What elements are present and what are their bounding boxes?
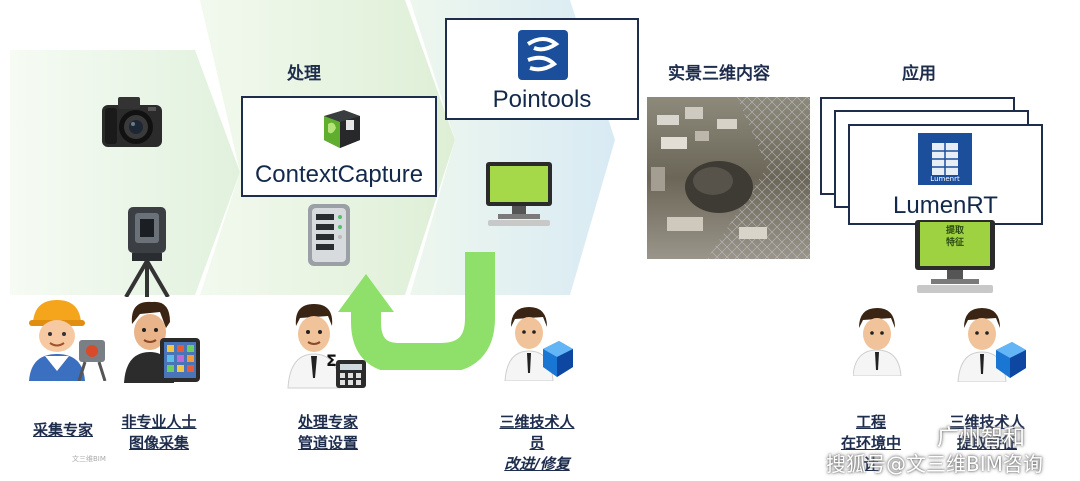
camera-icon: [102, 97, 162, 147]
context-capture-box: ContextCapture: [241, 96, 437, 197]
pointools-name: Pointools: [492, 86, 592, 113]
desktop-monitor-icon: [486, 162, 552, 226]
capture-expert-avatar: [29, 300, 107, 381]
chevron-capture: [10, 50, 240, 295]
server-icon: [308, 204, 350, 266]
pointools-logo-icon: [518, 30, 568, 80]
role-tech-staff-line2: 员: [529, 434, 545, 452]
application-monitor-icon: [915, 220, 995, 293]
heading-application: 应用: [902, 64, 936, 84]
heading-reality-content: 实景三维内容: [668, 64, 770, 84]
screen-text-line1: 提取: [945, 226, 964, 236]
svg-text:Σ: Σ: [326, 351, 337, 370]
watermark-main: 搜狐号@文三维BIM咨询: [826, 452, 1043, 476]
context-capture-name: ContextCapture: [254, 161, 424, 188]
pointools-logo-letter: B: [554, 69, 561, 80]
role-non-professional-line1: 非专业人士: [121, 413, 197, 431]
watermark-secondary: 广州智和: [937, 426, 1026, 451]
non-professional-avatar: [124, 301, 200, 383]
feedback-loop-arrow: [338, 252, 495, 370]
role-tech-staff-line3: 改进/修复: [504, 455, 570, 473]
laser-scanner-icon: [124, 207, 170, 297]
role-processing-expert-line1: 处理专家: [297, 413, 358, 431]
role-engineer: 工程 在环境中 计: [826, 412, 916, 475]
screen-text-line2: 特征: [945, 238, 964, 248]
role-processing-expert-line2: 管道设置: [297, 434, 358, 452]
heading-processing: 处理: [287, 64, 321, 84]
processing-expert-avatar: Σ: [287, 304, 366, 389]
role-capture-expert: 采集专家: [32, 421, 93, 439]
role-processing-expert: 处理专家 管道设置: [273, 412, 383, 454]
tech-staff-2-avatar: [957, 308, 1026, 382]
role-non-professional: 非专业人士 图像采集: [104, 412, 214, 454]
role-tech-staff-2-line2: 提取特征: [956, 434, 1017, 452]
role-engineer-line1: 工程: [855, 413, 886, 431]
role-tech-staff-2: 三维技术人 提取特征: [932, 412, 1042, 454]
lumenrt-logo-icon: [918, 133, 972, 185]
role-engineer-line2: 在环境中: [840, 434, 901, 452]
reality-mesh-image: [647, 97, 810, 259]
role-non-professional-line2: 图像采集: [128, 434, 189, 452]
context-capture-logo-icon: [324, 110, 360, 148]
role-tech-staff-2-line1: 三维技术人: [949, 413, 1025, 431]
lumenrt-name: LumenRT: [893, 192, 998, 219]
role-engineer-line3: 计: [863, 455, 879, 473]
lumenrt-logo-text: Lumenrt: [930, 175, 960, 183]
wechat-icon: [906, 424, 931, 443]
role-tech-staff-line1: 三维技术人: [499, 413, 575, 431]
pointools-box: B Pointools: [445, 18, 639, 120]
tech-staff-avatar: [504, 307, 573, 381]
engineer-avatar: [853, 308, 902, 376]
role-tech-staff: 三维技术人 员 改进/修复: [477, 412, 597, 475]
lumenrt-box: Lumenrt LumenRT: [848, 124, 1043, 225]
tiny-watermark: 文三维BIM: [72, 455, 106, 463]
